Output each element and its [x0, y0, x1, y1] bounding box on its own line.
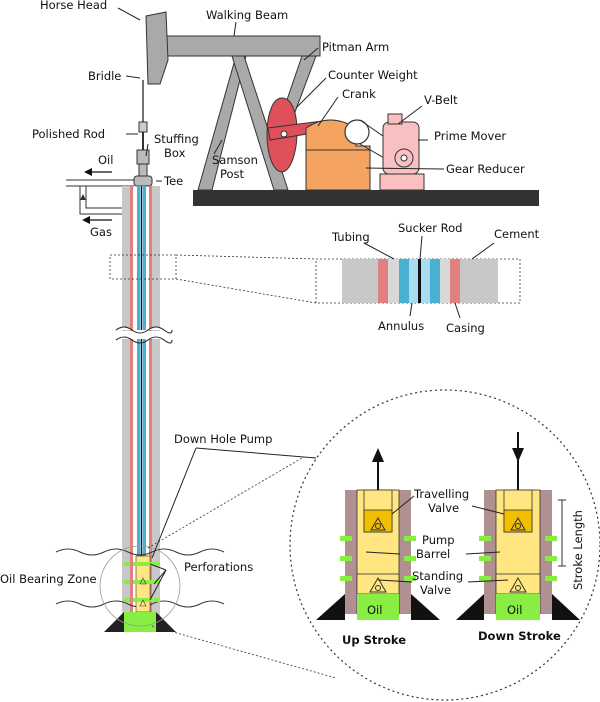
tubing-label: Tubing — [331, 230, 370, 244]
cement-left — [122, 186, 130, 632]
pump-detail — [289, 389, 600, 701]
wellhead — [66, 80, 153, 215]
samson-post-label-1: Samson — [212, 153, 258, 167]
up-stroke-label: Up Stroke — [342, 633, 406, 647]
travelling-valve-label-1: Travelling — [413, 487, 469, 501]
travelling-valve-label-2: Valve — [428, 501, 459, 515]
tubing-left — [137, 186, 140, 632]
oil-arrow-icon — [84, 168, 92, 176]
up-stroke-pump — [316, 448, 440, 620]
bottom-hole — [55, 545, 225, 632]
pump-barrel-label-1: Pump — [422, 533, 455, 547]
oil-bearing-zone-label: Oil Bearing Zone — [0, 572, 97, 586]
horse-head-label: Horse Head — [40, 0, 107, 12]
gear-pulley — [344, 119, 370, 145]
annulus-label: Annulus — [378, 319, 424, 333]
pump-oil-left-label: Oil — [367, 603, 382, 617]
stuffing-box — [136, 149, 150, 165]
crank-pin-2 — [280, 130, 288, 138]
crank-label: Crank — [342, 87, 376, 101]
horse-head — [145, 11, 169, 85]
stroke-length-label: Stroke Length — [571, 510, 585, 590]
casing-right — [149, 186, 152, 632]
v-belt-label: V-Belt — [424, 93, 458, 107]
down-hole-pump-label: Down Hole Pump — [174, 432, 272, 446]
sucker-rod-label: Sucker Rod — [398, 221, 462, 235]
flow-arrows — [82, 168, 112, 224]
pump-detail-circle — [289, 389, 600, 701]
oil-label: Oil — [98, 153, 113, 167]
counter-weight-label: Counter Weight — [328, 68, 418, 82]
gas-label: Gas — [90, 225, 112, 239]
pumpjack — [145, 11, 539, 206]
down-stroke-label: Down Stroke — [478, 629, 561, 643]
walking-beam — [161, 35, 321, 57]
polished-rod — [138, 121, 148, 133]
perforations-label: Perforations — [184, 560, 253, 574]
tee-label: Tee — [163, 174, 183, 188]
pump-barrel-label-2: Barrel — [416, 547, 450, 561]
tee-fitting — [133, 175, 153, 187]
casing-left — [130, 186, 133, 632]
standing-valve-label-1: Standing — [412, 569, 463, 583]
zoom-source-box — [109, 254, 177, 280]
gear-reducer-label: Gear Reducer — [446, 162, 525, 176]
tubing-right — [143, 186, 146, 632]
stuffing-box-label-1: Stuffing — [154, 132, 199, 146]
pitman-arm-label: Pitman Arm — [322, 40, 389, 54]
leader-lines — [117, 7, 509, 601]
standing-valve-label-2: Valve — [420, 583, 451, 597]
cement-right — [152, 186, 160, 632]
bridle-label: Bridle — [88, 69, 121, 83]
samson-post-label-2: Post — [220, 167, 245, 181]
walking-beam-label: Walking Beam — [206, 8, 288, 22]
stuffing-box-label-2: Box — [164, 146, 186, 160]
down-stroke-pump — [456, 432, 580, 620]
gas-arrow-icon — [82, 216, 90, 224]
cross-section-detail — [315, 258, 521, 304]
base-skid — [193, 190, 539, 206]
prime-mover-label: Prime Mover — [434, 129, 506, 143]
polished-rod-label: Polished Rod — [32, 127, 105, 141]
pump-zoom-source — [99, 545, 181, 627]
wellbore — [115, 186, 173, 632]
casing-label: Casing — [446, 321, 485, 335]
labels: Horse Head Walking Beam Pitman Arm Count… — [0, 0, 585, 647]
cement-label: Cement — [494, 227, 540, 241]
pump-oil-right-label: Oil — [507, 603, 522, 617]
